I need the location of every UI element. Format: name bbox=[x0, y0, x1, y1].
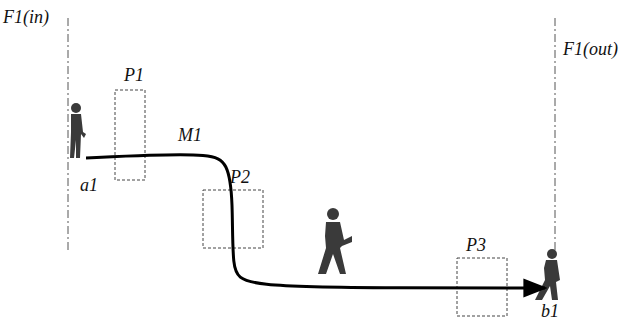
symbol-label: M1 bbox=[178, 126, 202, 144]
pedestrian-figure bbox=[318, 208, 352, 274]
pedestrian-figure bbox=[70, 103, 86, 158]
pedestrian-figure bbox=[535, 249, 560, 300]
symbol-label: F1(in) bbox=[3, 8, 49, 26]
symbol-label: a1 bbox=[80, 176, 98, 194]
symbol-label: F1(out) bbox=[563, 40, 618, 58]
symbol-label: P3 bbox=[466, 236, 486, 254]
trajectory-path bbox=[86, 155, 545, 288]
region-box bbox=[115, 90, 145, 180]
symbol-label: b1 bbox=[541, 302, 559, 320]
entry-line bbox=[68, 18, 69, 250]
symbol-label: P2 bbox=[230, 168, 250, 186]
symbol-label: P1 bbox=[124, 66, 144, 84]
exit-line bbox=[555, 18, 556, 252]
